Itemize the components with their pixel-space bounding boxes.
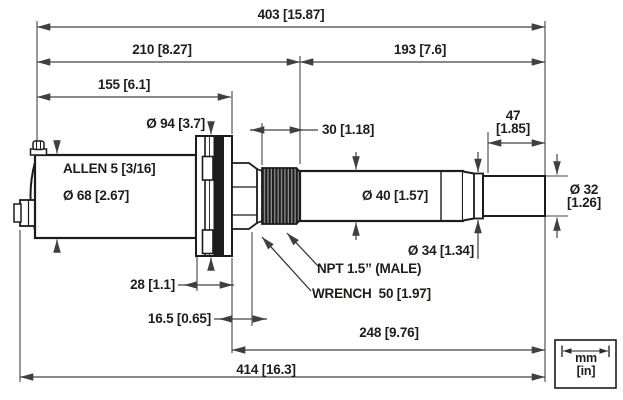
dim-label-47-in: [1.85] [495, 121, 531, 136]
dimension-lines [20, 23, 545, 381]
legend-unit-in: [in] [576, 364, 596, 378]
flange-dark-ring [213, 136, 224, 256]
part-outline [13, 135, 546, 257]
allen-screw-top [201, 155, 214, 181]
npt-thread [261, 167, 301, 225]
connector-nub [13, 203, 22, 223]
dim-label-28: 28 [1.1] [130, 277, 175, 292]
dim-label-414: 414 [16.3] [236, 362, 296, 377]
dim-label-dia-32-in: [1.26] [566, 195, 602, 210]
wrench-hex [231, 162, 258, 230]
callout-npt-thread: NPT 1.5” (MALE) [317, 261, 422, 276]
dim-label-30: 30 [1.18] [322, 122, 375, 137]
dim-label-47-mm: 47 [505, 108, 521, 123]
callout-allen-key: ALLEN 5 [3/16] [63, 161, 156, 176]
dim-label-dia-32-mm: Ø 32 [569, 182, 599, 197]
dim-label-dia-68: Ø 68 [2.67] [63, 188, 130, 203]
npt-leader [286, 232, 319, 267]
unit-legend-box [554, 339, 617, 389]
dim-label-16-5: 16.5 [0.65] [147, 311, 211, 326]
callout-wrench-size: WRENCH 50 [1.97] [312, 286, 431, 301]
legend-unit-mm: mm [575, 351, 597, 365]
top-bolt-head [32, 140, 45, 151]
dim-label-155: 155 [6.1] [97, 77, 151, 92]
shaft [298, 169, 465, 223]
dim-label-403: 403 [15.87] [257, 7, 325, 22]
dim-label-248: 248 [9.76] [359, 325, 419, 340]
allen-screw-bottom [201, 229, 214, 255]
dim-label-210: 210 [8.27] [132, 42, 192, 57]
tip [482, 175, 546, 217]
dim-label-dia-40: Ø 40 [1.57] [362, 188, 429, 203]
neck [473, 172, 484, 220]
side-connector [19, 199, 36, 227]
dim-label-dia-94: Ø 94 [3.7] [146, 116, 205, 131]
wrench-leader [261, 236, 312, 292]
dim-label-193: 193 [7.6] [393, 42, 447, 57]
dim-label-dia-34: Ø 34 [1.34] [407, 243, 474, 258]
diameter-arrows [53, 121, 561, 271]
